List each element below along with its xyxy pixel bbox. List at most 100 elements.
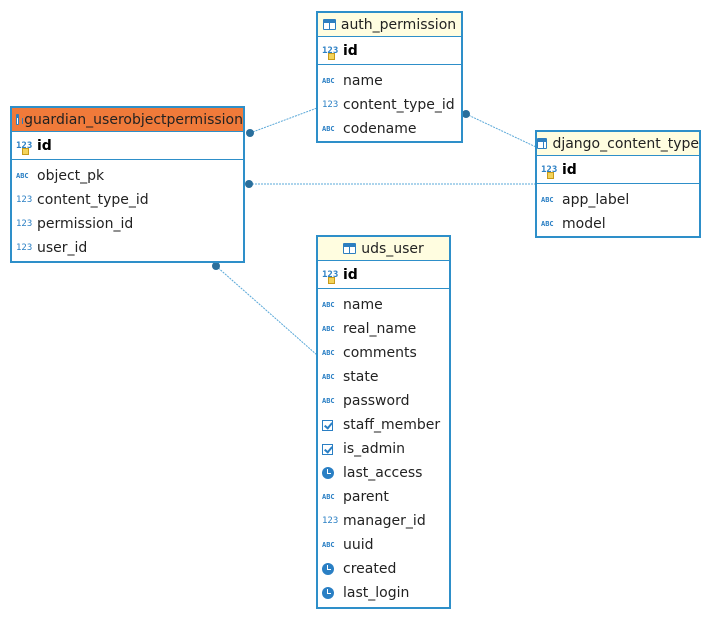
text-type-icon: ABC (322, 125, 335, 133)
column-name: last_access (343, 465, 423, 481)
column-name: content_type_id (37, 192, 149, 208)
column-name: is_admin (343, 441, 406, 457)
text-type-icon: ABC (322, 77, 335, 85)
column-name: parent (343, 489, 389, 505)
column-name: staff_member (343, 417, 441, 433)
entity-header[interactable]: django_content_type (537, 132, 699, 156)
entity-title: auth_permission (340, 16, 457, 33)
column-row[interactable]: last_access (318, 461, 449, 485)
column-name: password (343, 393, 410, 409)
column-row[interactable]: ABC comments (318, 341, 449, 365)
clock-icon (322, 587, 334, 599)
clock-icon (322, 467, 334, 479)
column-name: app_label (562, 192, 630, 208)
text-type-icon: ABC (16, 172, 29, 180)
primary-key-row[interactable]: 123 id (318, 261, 449, 289)
column-list: ABC object_pk 123 content_type_id 123 permiss… (12, 160, 243, 260)
column-row[interactable]: ABC app_label (537, 188, 699, 212)
column-name: codename (343, 121, 417, 137)
column-row[interactable]: last_login (318, 581, 449, 605)
text-type-icon: ABC (322, 325, 335, 333)
entity-header[interactable]: guardian_userobjectpermission (12, 108, 243, 132)
checkbox-icon (322, 443, 333, 455)
entity-guardian-userobjectpermission[interactable]: guardian_userobjectpermission 123 id ABC… (10, 106, 245, 263)
table-icon (16, 114, 24, 125)
column-name: permission_id (37, 216, 134, 232)
column-name: user_id (37, 240, 88, 256)
text-type-icon: ABC (322, 493, 335, 501)
number-type-icon: 123 (16, 243, 33, 253)
column-row[interactable]: created (318, 557, 449, 581)
entity-title: guardian_userobjectpermission (24, 111, 243, 128)
number-type-icon: 123 (16, 195, 33, 205)
column-name: created (343, 561, 397, 577)
key-number-icon: 123 (322, 270, 340, 284)
column-row[interactable]: 123 permission_id (12, 212, 243, 236)
column-name: object_pk (37, 168, 105, 184)
column-row[interactable]: ABC codename (318, 117, 461, 141)
primary-key-name: id (37, 137, 52, 154)
primary-key-name: id (562, 161, 577, 178)
text-type-icon: ABC (322, 301, 335, 309)
primary-key-name: id (343, 266, 358, 283)
text-type-icon: ABC (541, 196, 554, 204)
entity-title: django_content_type (552, 135, 699, 152)
primary-key-row[interactable]: 123 id (12, 132, 243, 160)
text-type-icon: ABC (322, 541, 335, 549)
key-number-icon: 123 (541, 165, 559, 179)
link-end-dot (212, 262, 220, 270)
column-row[interactable]: ABC parent (318, 485, 449, 509)
primary-key-row[interactable]: 123 id (318, 37, 461, 65)
entity-title: uds_user (361, 240, 424, 257)
primary-key-name: id (343, 42, 358, 59)
table-icon (322, 19, 336, 30)
number-type-icon: 123 (16, 219, 33, 229)
text-type-icon: ABC (322, 373, 335, 381)
link-guardian-auth-permission[interactable] (249, 107, 318, 134)
key-number-icon: 123 (16, 141, 34, 155)
key-number-icon: 123 (322, 46, 340, 60)
table-icon (343, 243, 357, 254)
column-row[interactable]: ABC state (318, 365, 449, 389)
column-row[interactable]: ABC real_name (318, 317, 449, 341)
text-type-icon: ABC (322, 397, 335, 405)
column-name: comments (343, 345, 417, 361)
number-type-icon: 123 (322, 516, 339, 526)
text-type-icon: ABC (322, 349, 335, 357)
table-icon (537, 138, 548, 149)
link-end-dot (246, 129, 254, 137)
link-guardian-uds-user[interactable] (215, 265, 318, 356)
primary-key-row[interactable]: 123 id (537, 156, 699, 184)
column-row[interactable]: 123 content_type_id (12, 188, 243, 212)
column-row[interactable]: staff_member (318, 413, 449, 437)
entity-header[interactable]: uds_user (318, 237, 449, 261)
link-auth-permission-content-type[interactable] (465, 113, 537, 148)
column-row[interactable]: 123 manager_id (318, 509, 449, 533)
column-row[interactable]: ABC name (318, 69, 461, 93)
text-type-icon: ABC (541, 220, 554, 228)
column-row[interactable]: 123 user_id (12, 236, 243, 260)
link-end-dot (462, 110, 470, 118)
entity-header[interactable]: auth_permission (318, 13, 461, 37)
column-name: model (562, 216, 606, 232)
column-row[interactable]: ABC object_pk (12, 164, 243, 188)
column-row[interactable]: is_admin (318, 437, 449, 461)
column-name: manager_id (343, 513, 426, 529)
column-row[interactable]: ABC model (537, 212, 699, 236)
column-name: name (343, 73, 383, 89)
column-name: real_name (343, 321, 417, 337)
column-name: content_type_id (343, 97, 455, 113)
column-name: state (343, 369, 379, 385)
column-row[interactable]: ABC password (318, 389, 449, 413)
clock-icon (322, 563, 334, 575)
